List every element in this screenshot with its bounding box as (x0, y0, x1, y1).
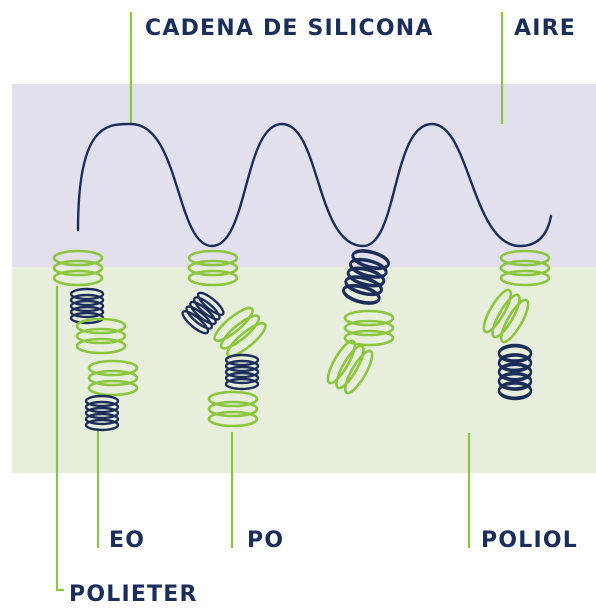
po-label: PO (247, 528, 285, 553)
air-label: AIRE (514, 16, 576, 41)
polyol-label: POLIOL (481, 528, 578, 553)
eo-label: EO (109, 528, 146, 553)
silicone-chain (76, 122, 553, 248)
polyether-leader (55, 286, 64, 592)
leader-lines (55, 12, 504, 592)
silicone-chain-label: CADENA DE SILICONA (145, 16, 434, 41)
polyether-label: POLIETER (69, 582, 198, 607)
air-region (12, 84, 596, 267)
